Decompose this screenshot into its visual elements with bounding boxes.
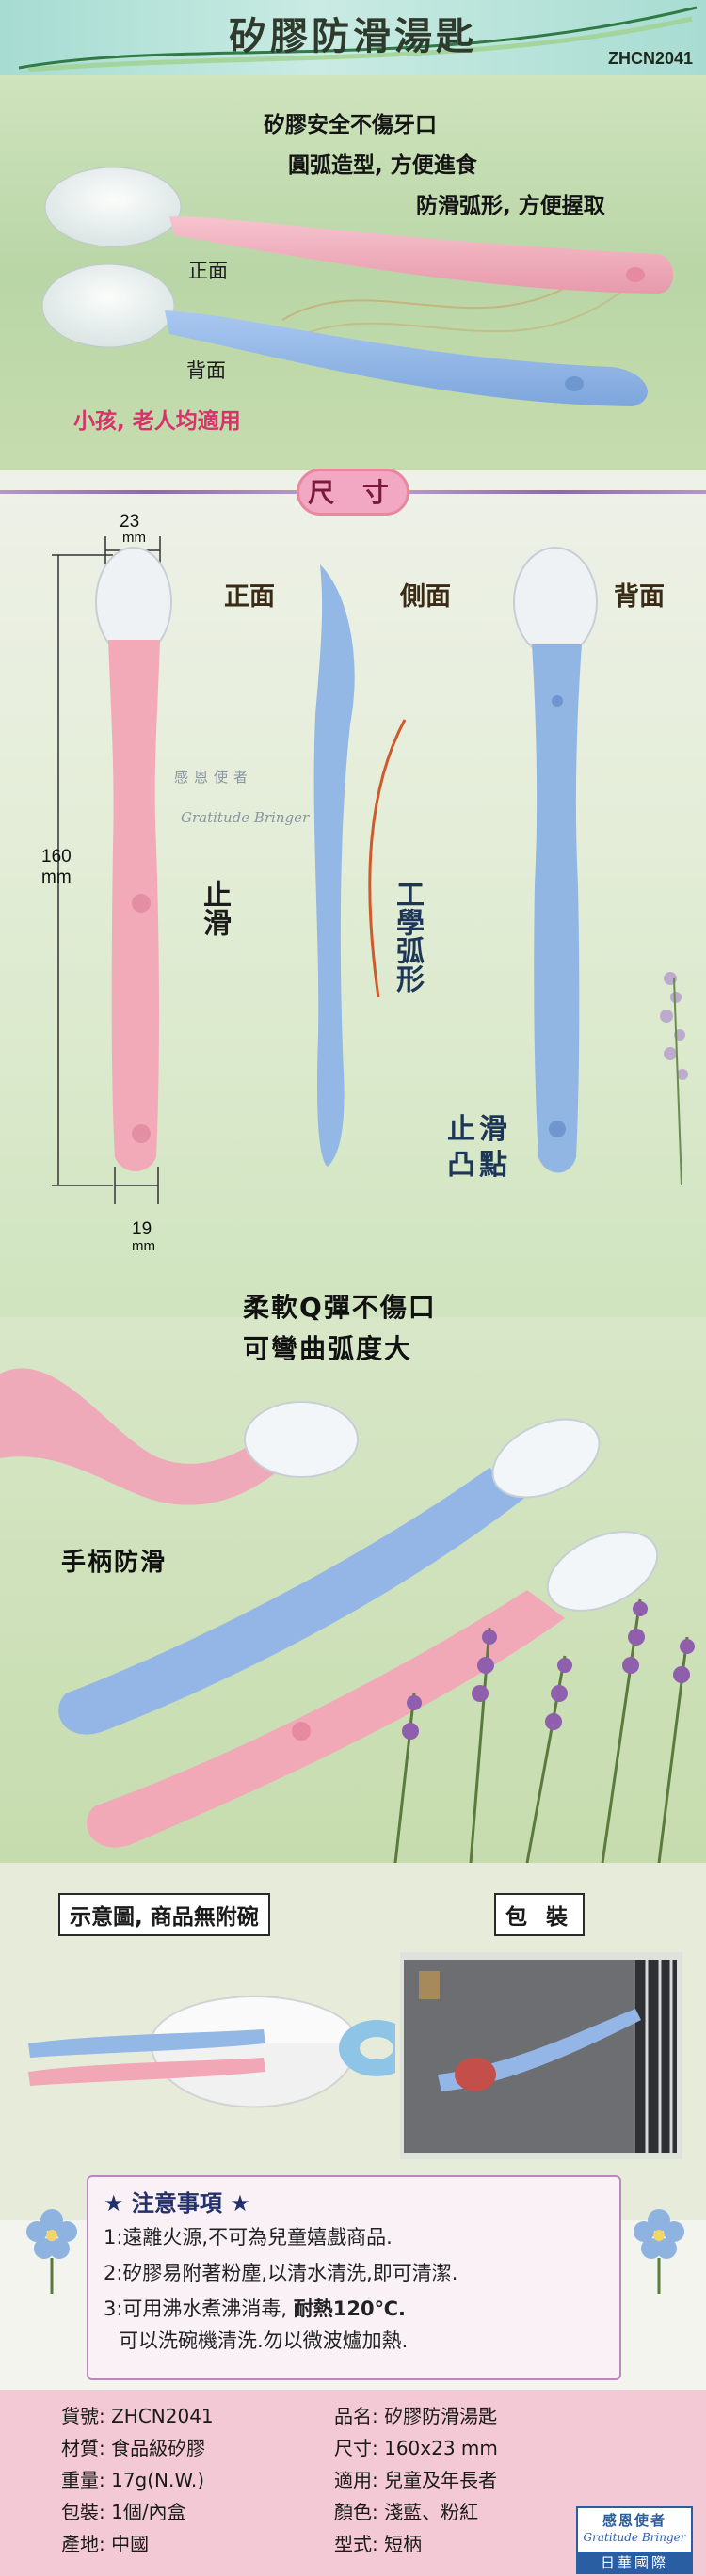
spec-right-2: 尺寸: 160x23 mm (334, 2437, 498, 2459)
watermark-cn: 感恩使者 (174, 769, 254, 786)
spec-left-4: 包裝: 1個/內盒 (61, 2501, 186, 2523)
dim-bottom-width: 19 (132, 1219, 152, 1239)
bump-label-1: 止滑 (447, 1113, 511, 1146)
spec-left-1: 貨號: ZHCN2041 (61, 2405, 214, 2427)
flower-left-icon (26, 2209, 77, 2294)
note-1: 1:遠離火源,不可為兒童嬉戲商品. (104, 2226, 393, 2249)
hero-front-label: 正面 (188, 260, 228, 282)
page-title: 矽膠防滑湯匙 (229, 15, 477, 58)
flower-right-icon (634, 2209, 684, 2294)
flex-line-1: 柔軟Q彈不傷口 (243, 1292, 437, 1323)
bump-label-2: 凸點 (447, 1149, 511, 1182)
audience-label: 小孩, 老人均適用 (73, 409, 241, 434)
view-side-label: 側面 (400, 582, 451, 612)
feature-1: 矽膠安全不傷牙口 (264, 113, 437, 137)
spec-right-5: 型式: 短柄 (334, 2533, 423, 2555)
note-3: 3:可用沸水煮沸消毒, 耐熱120℃. (104, 2294, 406, 2322)
brand-name-cn: 感恩使者 (602, 2512, 666, 2529)
feature-2: 圓弧造型, 方便進食 (288, 153, 477, 178)
note-3-heat: 耐熱120℃. (293, 2298, 407, 2320)
brand-company: 日華國際 (576, 2552, 693, 2574)
spec-left-5: 產地: 中國 (61, 2533, 150, 2555)
package-label: 包 裝 (494, 1893, 586, 1936)
dim-bottom-unit: mm (132, 1238, 155, 1254)
brand-name-en: Gratitude Bringer (583, 2531, 686, 2544)
note-2: 2:矽膠易附著粉塵,以清水清洗,即可清潔. (104, 2262, 458, 2284)
divider-right (409, 490, 706, 494)
bowl-note: 示意圖, 商品無附碗 (58, 1893, 270, 1936)
size-heading: 尺 寸 (308, 477, 398, 508)
spec-right-4: 顏色: 淺藍、粉紅 (334, 2501, 479, 2523)
anti-slip-label: 止滑 (198, 880, 231, 936)
spec-left-2: 材質: 食品級矽膠 (61, 2437, 206, 2459)
spec-left-3: 重量: 17g(N.W.) (61, 2469, 205, 2491)
hero-back-label: 背面 (186, 359, 226, 382)
size-diagram (52, 536, 688, 1204)
notes-box (87, 2175, 621, 2380)
dim-length: 160 (41, 847, 72, 867)
dim-top-unit: mm (122, 530, 146, 546)
watermark-en: Gratitude Bringer (181, 809, 310, 826)
size-heading-pill (297, 469, 409, 516)
notes-title: ★ 注意事項 ★ (104, 2190, 250, 2217)
note-3-continued: 可以洗碗機清洗.勿以微波爐加熱. (119, 2330, 409, 2352)
dim-length-unit: mm (41, 867, 72, 887)
flex-line-2: 可彎曲弧度大 (243, 1333, 413, 1364)
ergonomic-label: 工學弧形 (391, 880, 424, 993)
dim-top-width: 23 (120, 512, 140, 532)
grip-label: 手柄防滑 (61, 1549, 168, 1577)
bowl-photo (28, 1996, 395, 2108)
spec-right-3: 適用: 兒童及年長者 (334, 2469, 498, 2491)
view-back-label: 背面 (614, 582, 665, 612)
hero-spoons-photo (41, 167, 673, 406)
note-3-text: 3:可用沸水煮沸消毒, (104, 2298, 294, 2320)
header-leaf-swoosh (18, 6, 698, 72)
view-front-label: 正面 (224, 582, 275, 612)
divider-left (0, 490, 297, 494)
spec-right-1: 品名: 矽膠防滑湯匙 (334, 2405, 498, 2427)
flex-spoons-photo (0, 1317, 706, 1863)
model-code: ZHCN2041 (607, 49, 693, 68)
package-photo (400, 1952, 682, 2159)
feature-3: 防滑弧形, 方便握取 (416, 194, 605, 218)
